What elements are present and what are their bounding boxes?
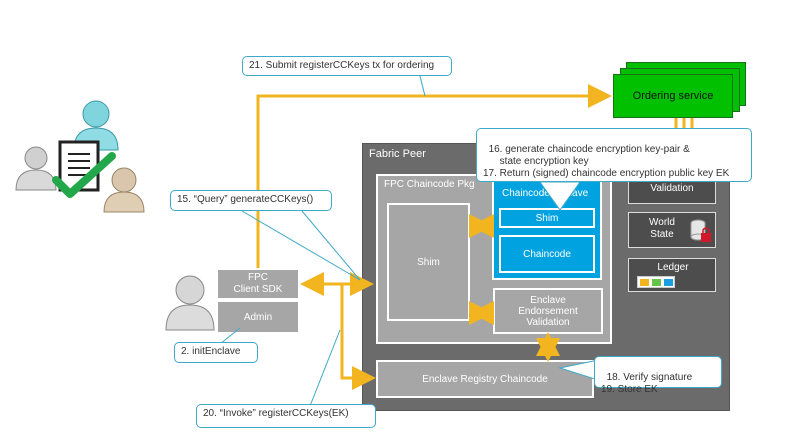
user-client-icon: [165, 275, 215, 331]
enclave-endorsement-validation-box: Enclave Endorsement Validation: [493, 288, 603, 334]
enclave-shim-box: Shim: [499, 208, 595, 228]
callout-query-text: 15. “Query” generateCCKeys(): [177, 194, 314, 205]
callout-submit: 21. Submit registerCCKeys tx for orderin…: [242, 56, 452, 76]
callout-init-text: 2. initEnclave: [181, 346, 241, 357]
client-sdk-label: FPC Client SDK: [233, 272, 283, 295]
callout-invoke-text: 20. “Invoke” registerCCKeys(EK): [203, 408, 349, 419]
callout-verify: 18. Verify signature 19. Store EK: [594, 356, 722, 395]
ledger-blocks-icon: [637, 276, 675, 288]
fpc-shim-box: Shim: [387, 203, 470, 321]
callout-init: 2. initEnclave: [174, 342, 258, 363]
callout-query: 15. “Query” generateCCKeys(): [170, 190, 332, 211]
enclave-registry-chaincode-box: Enclave Registry Chaincode: [376, 360, 594, 398]
world-state-label: World State: [649, 217, 675, 240]
checkmark-icon: [52, 152, 116, 198]
callout-generate: 16. generate chaincode encryption key-pa…: [476, 128, 752, 182]
world-state-box: World State: [628, 212, 716, 248]
ledger-box: Ledger: [628, 258, 716, 292]
enclave-chaincode-label: Chaincode: [523, 248, 571, 260]
callout-verify-text: 18. Verify signature 19. Store EK: [601, 372, 693, 395]
database-lock-icon: [690, 219, 711, 242]
admin-label: Admin: [243, 311, 273, 323]
endorsement-label: Enclave Endorsement Validation: [518, 294, 578, 328]
enclave-chaincode-box: Chaincode: [499, 235, 595, 273]
document-icon: [58, 140, 100, 192]
fpc-pkg-title: FPC Chaincode Pkg: [384, 179, 475, 190]
callout-submit-text: 21. Submit registerCCKeys tx for orderin…: [249, 60, 435, 71]
ordering-service-box: Ordering service: [613, 74, 733, 118]
callout-generate-text: 16. generate chaincode encryption key-pa…: [483, 144, 730, 179]
client-sdk-box: FPC Client SDK: [216, 268, 300, 300]
fpc-shim-label: Shim: [417, 256, 440, 268]
user-gray-icon: [15, 146, 57, 191]
callout-invoke: 20. “Invoke” registerCCKeys(EK): [196, 404, 376, 428]
chaincode-enclave-title: Chaincode Enclave: [502, 188, 589, 199]
admin-box: Admin: [216, 300, 300, 334]
validation-label: Validation: [650, 182, 694, 194]
user-tan-icon: [103, 167, 145, 213]
user-teal-icon: [73, 100, 119, 151]
ledger-label: Ledger: [657, 262, 689, 273]
registry-label: Enclave Registry Chaincode: [422, 373, 548, 385]
fabric-peer-title: Fabric Peer: [369, 148, 426, 160]
enclave-shim-label: Shim: [535, 212, 559, 224]
ordering-service-label: Ordering service: [632, 90, 714, 102]
